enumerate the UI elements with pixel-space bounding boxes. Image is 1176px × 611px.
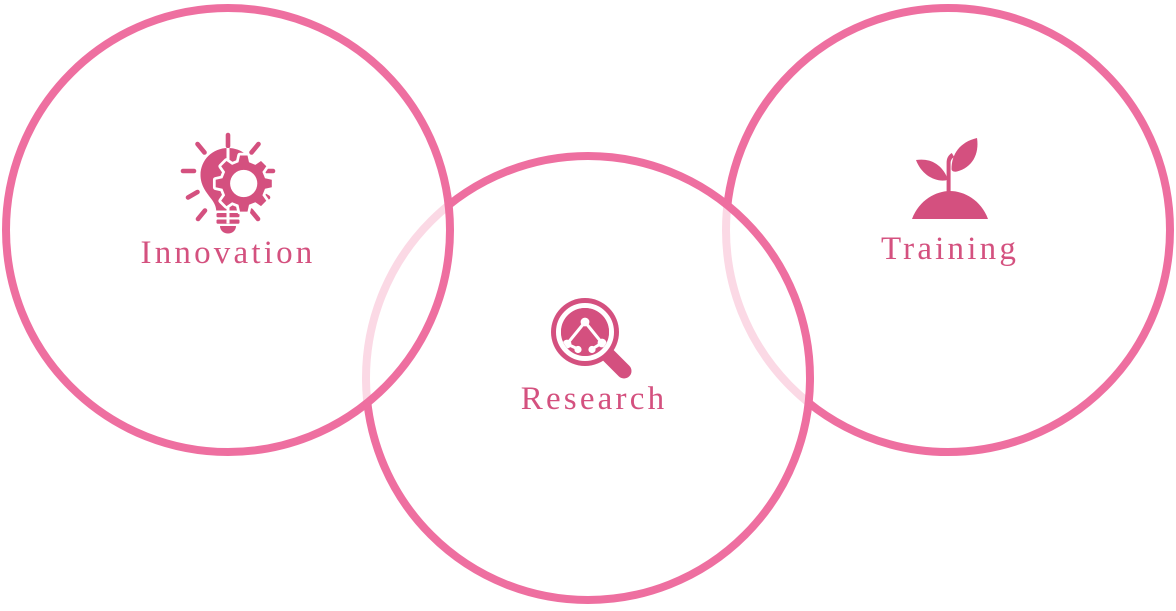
circle-training[interactable] [722, 4, 1174, 456]
magnifier-ring [556, 303, 614, 361]
label-research: Research [521, 381, 668, 417]
network-graph [562, 317, 607, 354]
lightbulb-gear-icon [180, 132, 276, 234]
seedling-stem [946, 153, 955, 193]
label-training: Training [881, 231, 1019, 267]
seedling-leaf-left [916, 159, 948, 181]
circle-research[interactable] [362, 152, 814, 604]
magnifier-inner-field [561, 308, 609, 356]
soil-mound [912, 191, 988, 219]
gear-shape [212, 152, 275, 215]
network-nodes [562, 317, 607, 354]
circle-innovation[interactable] [2, 4, 454, 456]
seedling-leaf-right [951, 138, 978, 172]
magnifier-network-icon [551, 298, 632, 379]
label-innovation: Innovation [141, 235, 316, 271]
seedling-icon [912, 138, 988, 219]
magnifier-handle [600, 347, 632, 379]
